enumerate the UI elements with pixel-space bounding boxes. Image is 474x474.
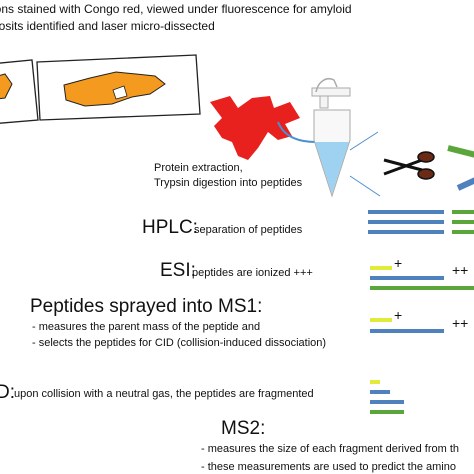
dissected-tissue [210, 96, 300, 160]
cid-description: upon collision with a neutral gas, the p… [14, 388, 314, 400]
ms2-bullet-1: - measures the size of each fragment der… [201, 443, 460, 455]
ms1-title: Peptides sprayed into MS1: [30, 296, 263, 317]
ms1-peptide-bars [370, 318, 444, 333]
charge-plus-ms1: + [394, 307, 403, 323]
esi-title: ESI: [160, 260, 196, 281]
scissors-icon [383, 151, 435, 180]
esi-description: peptides are ionized +++ [192, 267, 313, 279]
split-line-top [349, 131, 379, 151]
arrow-to-tube [277, 121, 317, 143]
cid-fragment-bars [370, 380, 404, 414]
peptide-green-upper [447, 145, 474, 158]
ms1-bullet-2: - selects the peptides for CID (collisio… [32, 337, 327, 349]
extraction-line-1: Protein extraction, [154, 162, 243, 174]
charge-double-plus-ms1: ++ [452, 315, 469, 331]
ms2-bullet-2: - these measurements are used to predict… [201, 461, 456, 473]
esi-peptide-bars [370, 266, 474, 290]
peptide-blue-tilted [456, 177, 474, 191]
extraction-line-2: Trypsin digestion into peptides [154, 177, 303, 189]
hplc-peptide-bars [368, 210, 474, 234]
charge-plus-esi: + [394, 255, 403, 271]
slide-left [0, 59, 39, 124]
eppendorf-tube-icon [311, 78, 351, 198]
ms1-bullet-1: - measures the parent mass of the peptid… [32, 321, 261, 333]
cid-title: D: [0, 382, 15, 403]
hplc-title: HPLC: [142, 217, 198, 238]
hplc-description: separation of peptides [194, 224, 303, 236]
caption-line-2: posits identified and laser micro-dissec… [0, 19, 215, 33]
ms2-title: MS2: [221, 418, 266, 439]
charge-double-plus-esi: ++ [452, 262, 469, 278]
split-line-bottom [349, 175, 381, 197]
caption-line-1: ions stained with Congo red, viewed unde… [0, 2, 352, 16]
slide-right [36, 54, 201, 121]
